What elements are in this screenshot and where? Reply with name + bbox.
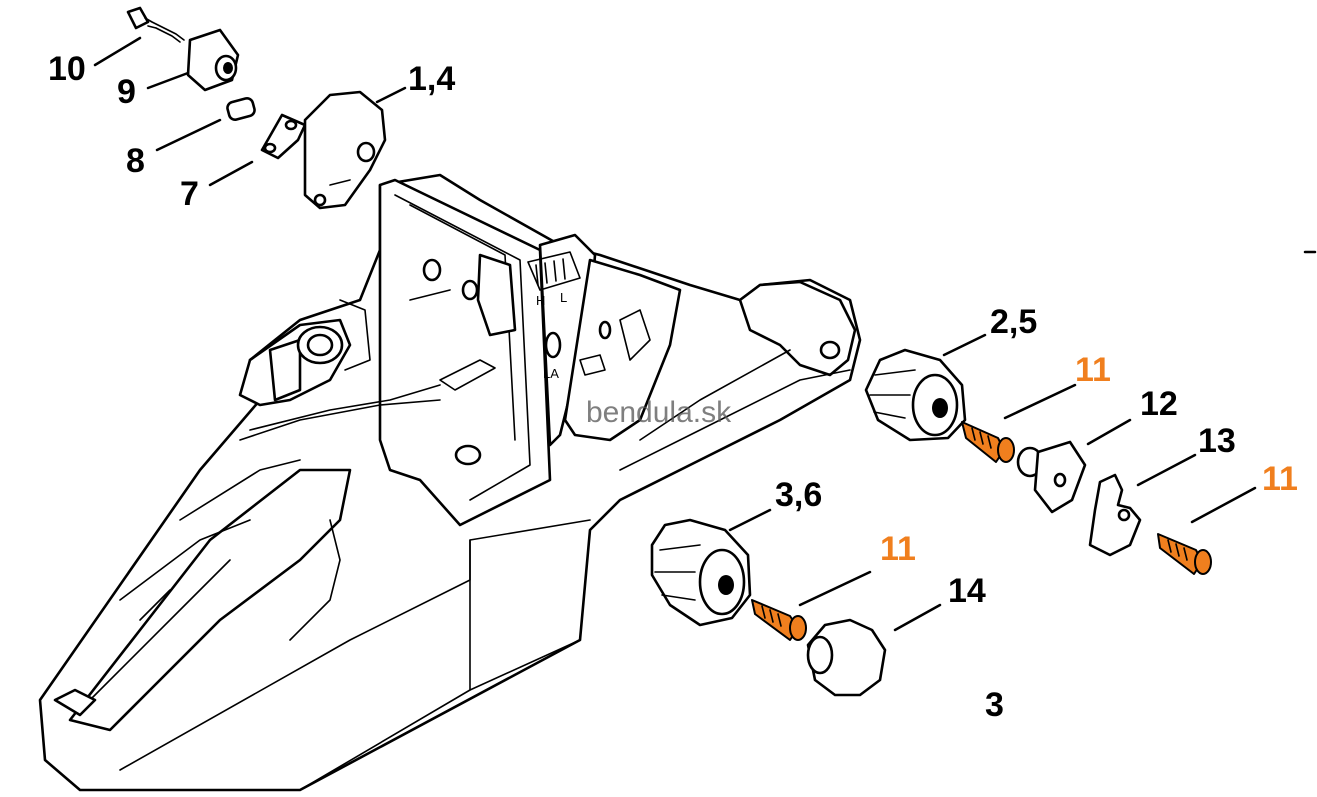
part-8-bolt (226, 96, 256, 122)
label-7: 7 (180, 175, 199, 213)
label-14: 14 (948, 572, 986, 610)
main-housing (38, 173, 862, 792)
mark-la: LA (543, 366, 559, 381)
part-11-screw-b (1157, 533, 1212, 575)
label-9: 9 (117, 73, 136, 111)
part-3-6-buffer (650, 518, 752, 627)
part-9-cap (186, 28, 240, 92)
mark-l: L (560, 290, 567, 305)
label-11-c: 11 (880, 530, 916, 568)
part-14-plug (806, 618, 887, 697)
part-2-5-buffer (864, 348, 967, 442)
label-1-4: 1,4 (408, 60, 455, 98)
part-11-screw-c (751, 599, 807, 641)
part-10-screw (126, 6, 185, 43)
leader-lines (93, 36, 1317, 632)
label-3-6: 3,6 (775, 476, 822, 514)
label-3: 3 (985, 686, 1004, 724)
mark-h: H (536, 293, 545, 308)
label-10: 10 (48, 50, 86, 88)
label-2-5: 2,5 (990, 303, 1037, 341)
part-12-clamp (1016, 440, 1087, 514)
part-11-screw-a (961, 421, 1015, 463)
part-13-bracket (1088, 473, 1142, 557)
label-13: 13 (1198, 422, 1236, 460)
label-12: 12 (1140, 385, 1178, 423)
part-1-4-cover (303, 90, 387, 210)
label-8: 8 (126, 142, 145, 180)
label-11-b: 11 (1262, 460, 1298, 498)
watermark: bendula.sk (586, 396, 732, 429)
part-7-plate (260, 113, 307, 160)
label-11-a: 11 (1075, 351, 1111, 389)
